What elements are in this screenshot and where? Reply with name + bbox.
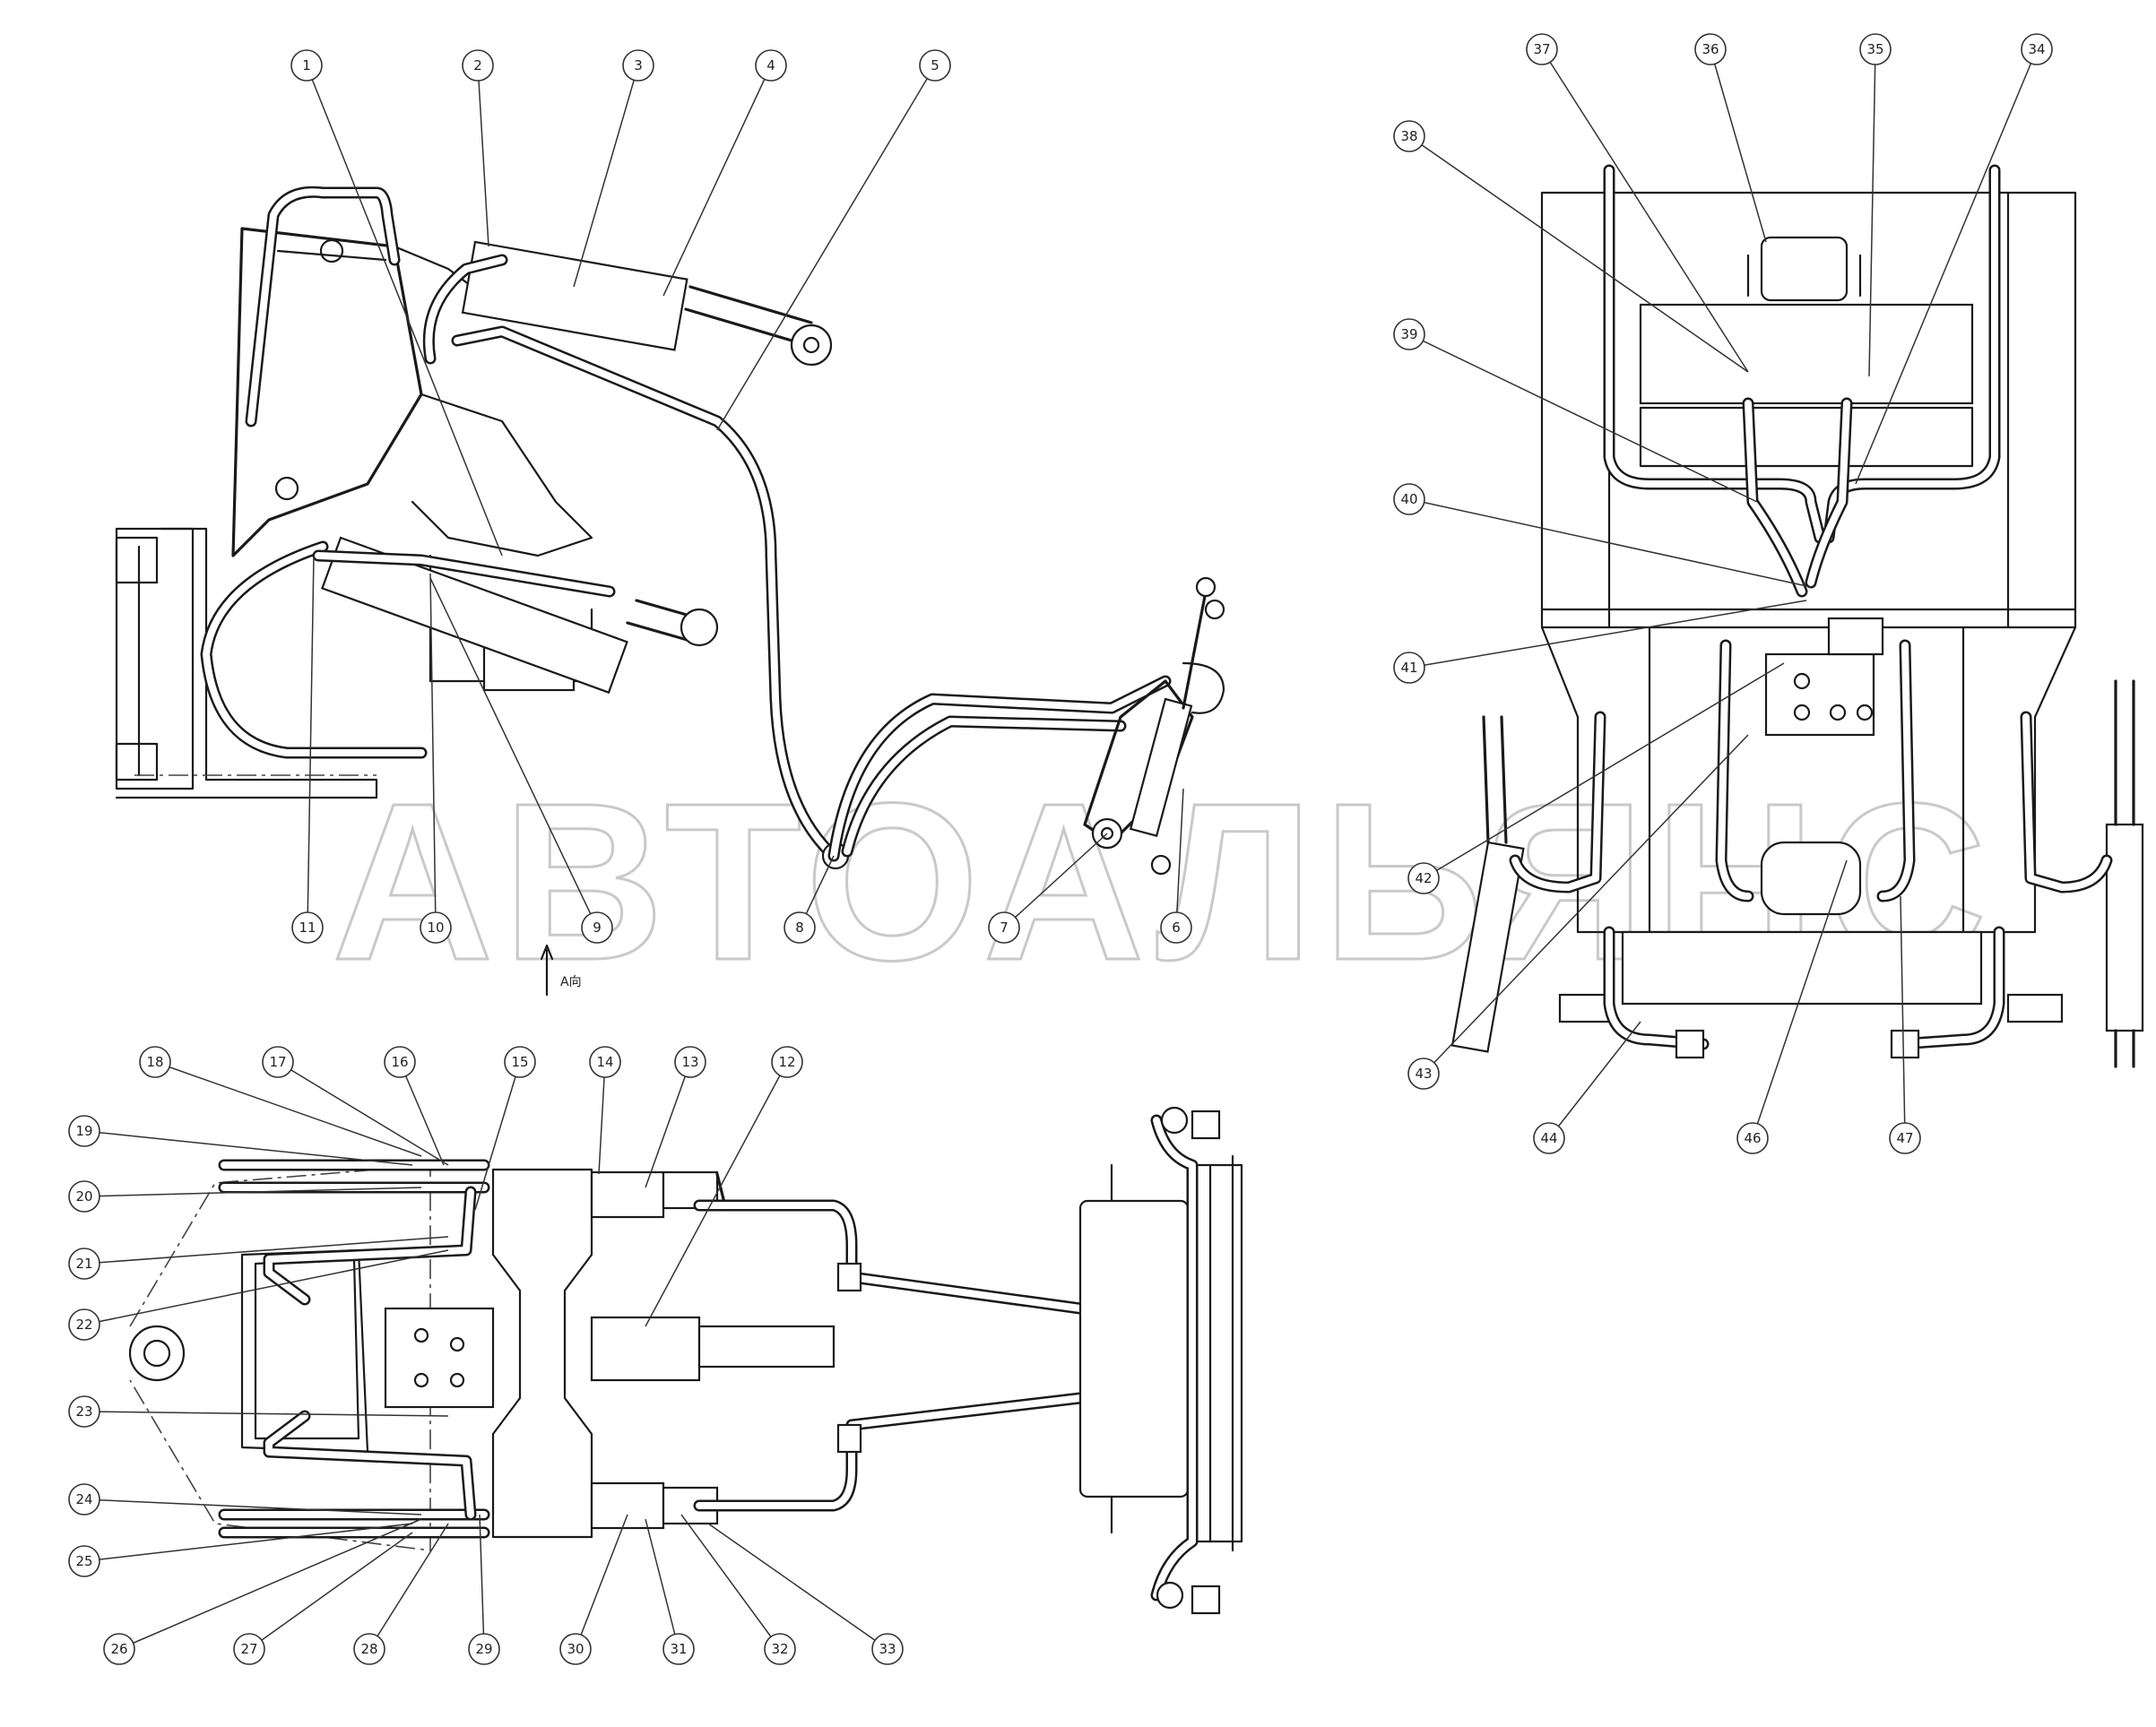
callout-13: 13 bbox=[674, 1046, 706, 1078]
svg-text:44: 44 bbox=[1540, 1130, 1557, 1146]
svg-text:1: 1 bbox=[302, 57, 311, 73]
callout-21: 21 bbox=[68, 1248, 100, 1280]
callout-34: 34 bbox=[2021, 33, 2053, 65]
svg-text:46: 46 bbox=[1744, 1130, 1761, 1146]
front-view bbox=[1450, 164, 2144, 1068]
svg-text:19: 19 bbox=[75, 1123, 92, 1139]
callout-42: 42 bbox=[1407, 862, 1440, 894]
svg-text:12: 12 bbox=[778, 1054, 795, 1070]
svg-text:2: 2 bbox=[473, 57, 482, 73]
callout-19: 19 bbox=[68, 1115, 100, 1147]
callout-43: 43 bbox=[1407, 1058, 1440, 1090]
svg-text:13: 13 bbox=[681, 1054, 698, 1070]
callout-11: 11 bbox=[291, 911, 324, 944]
callout-5: 5 bbox=[919, 49, 951, 82]
svg-text:36: 36 bbox=[1701, 41, 1719, 57]
svg-text:5: 5 bbox=[931, 57, 939, 73]
svg-text:7: 7 bbox=[1000, 920, 1009, 936]
callout-7: 7 bbox=[988, 911, 1020, 944]
callout-14: 14 bbox=[589, 1046, 621, 1078]
svg-text:17: 17 bbox=[269, 1054, 286, 1070]
callout-9: 9 bbox=[581, 911, 613, 944]
svg-text:21: 21 bbox=[75, 1256, 92, 1272]
svg-text:16: 16 bbox=[391, 1054, 408, 1070]
svg-text:35: 35 bbox=[1866, 41, 1883, 57]
callout-25: 25 bbox=[68, 1545, 100, 1577]
svg-text:22: 22 bbox=[75, 1317, 92, 1333]
svg-text:23: 23 bbox=[75, 1403, 92, 1420]
svg-text:43: 43 bbox=[1415, 1066, 1432, 1082]
callout-8: 8 bbox=[784, 911, 816, 944]
svg-text:39: 39 bbox=[1400, 326, 1417, 342]
svg-text:31: 31 bbox=[670, 1641, 687, 1657]
callout-15: 15 bbox=[504, 1046, 536, 1078]
callout-23: 23 bbox=[68, 1395, 100, 1428]
top-view bbox=[128, 1106, 1243, 1615]
callout-39: 39 bbox=[1393, 318, 1425, 350]
callout-38: 38 bbox=[1393, 120, 1425, 152]
view-direction-label: A向 bbox=[560, 975, 582, 989]
callout-27: 27 bbox=[233, 1633, 265, 1665]
callout-1: 1 bbox=[290, 49, 323, 82]
svg-text:28: 28 bbox=[360, 1641, 377, 1657]
svg-text:20: 20 bbox=[75, 1188, 92, 1205]
callout-30: 30 bbox=[559, 1633, 592, 1665]
callout-22: 22 bbox=[68, 1308, 100, 1341]
svg-text:10: 10 bbox=[427, 920, 444, 936]
callout-28: 28 bbox=[353, 1633, 385, 1665]
svg-text:11: 11 bbox=[299, 920, 316, 936]
svg-text:18: 18 bbox=[146, 1054, 163, 1070]
svg-text:3: 3 bbox=[634, 57, 643, 73]
svg-text:25: 25 bbox=[75, 1553, 92, 1569]
callout-29: 29 bbox=[468, 1633, 500, 1665]
callout-31: 31 bbox=[662, 1633, 695, 1665]
svg-text:38: 38 bbox=[1400, 128, 1417, 144]
callout-33: 33 bbox=[871, 1633, 904, 1665]
svg-text:42: 42 bbox=[1415, 870, 1432, 886]
callout-41: 41 bbox=[1393, 652, 1425, 684]
callout-20: 20 bbox=[68, 1180, 100, 1213]
callout-24: 24 bbox=[68, 1483, 100, 1515]
callouts: 1 2 3 4 5 6 7 8 9 10 11 12 13 14 15 16 1… bbox=[68, 33, 2053, 1665]
callout-10: 10 bbox=[420, 911, 452, 944]
callout-16: 16 bbox=[384, 1046, 416, 1078]
callout-46: 46 bbox=[1736, 1122, 1769, 1154]
svg-text:6: 6 bbox=[1172, 920, 1181, 936]
callout-26: 26 bbox=[103, 1633, 135, 1665]
svg-text:47: 47 bbox=[1896, 1130, 1913, 1146]
callout-17: 17 bbox=[262, 1046, 294, 1078]
svg-text:37: 37 bbox=[1533, 41, 1550, 57]
callout-32: 32 bbox=[764, 1633, 796, 1665]
callout-18: 18 bbox=[139, 1046, 171, 1078]
svg-text:34: 34 bbox=[2028, 41, 2045, 57]
callout-44: 44 bbox=[1533, 1122, 1565, 1154]
svg-text:29: 29 bbox=[475, 1641, 492, 1657]
callout-3: 3 bbox=[622, 49, 654, 82]
svg-text:41: 41 bbox=[1400, 660, 1417, 676]
svg-text:40: 40 bbox=[1400, 491, 1417, 507]
svg-text:4: 4 bbox=[766, 57, 775, 73]
callout-36: 36 bbox=[1694, 33, 1727, 65]
callout-37: 37 bbox=[1526, 33, 1558, 65]
callout-4: 4 bbox=[755, 49, 787, 82]
svg-text:33: 33 bbox=[879, 1641, 896, 1657]
svg-text:32: 32 bbox=[771, 1641, 788, 1657]
callout-6: 6 bbox=[1160, 911, 1192, 944]
svg-text:30: 30 bbox=[567, 1641, 584, 1657]
callout-40: 40 bbox=[1393, 483, 1425, 515]
callout-47: 47 bbox=[1889, 1122, 1921, 1154]
svg-text:14: 14 bbox=[596, 1054, 613, 1070]
side-view: A向 bbox=[115, 186, 1225, 997]
svg-text:24: 24 bbox=[75, 1491, 92, 1507]
svg-text:8: 8 bbox=[795, 920, 804, 936]
callout-2: 2 bbox=[462, 49, 494, 82]
svg-text:9: 9 bbox=[593, 920, 602, 936]
svg-text:15: 15 bbox=[511, 1054, 528, 1070]
callout-12: 12 bbox=[771, 1046, 803, 1078]
callout-35: 35 bbox=[1859, 33, 1892, 65]
svg-text:27: 27 bbox=[240, 1641, 257, 1657]
svg-text:26: 26 bbox=[110, 1641, 127, 1657]
